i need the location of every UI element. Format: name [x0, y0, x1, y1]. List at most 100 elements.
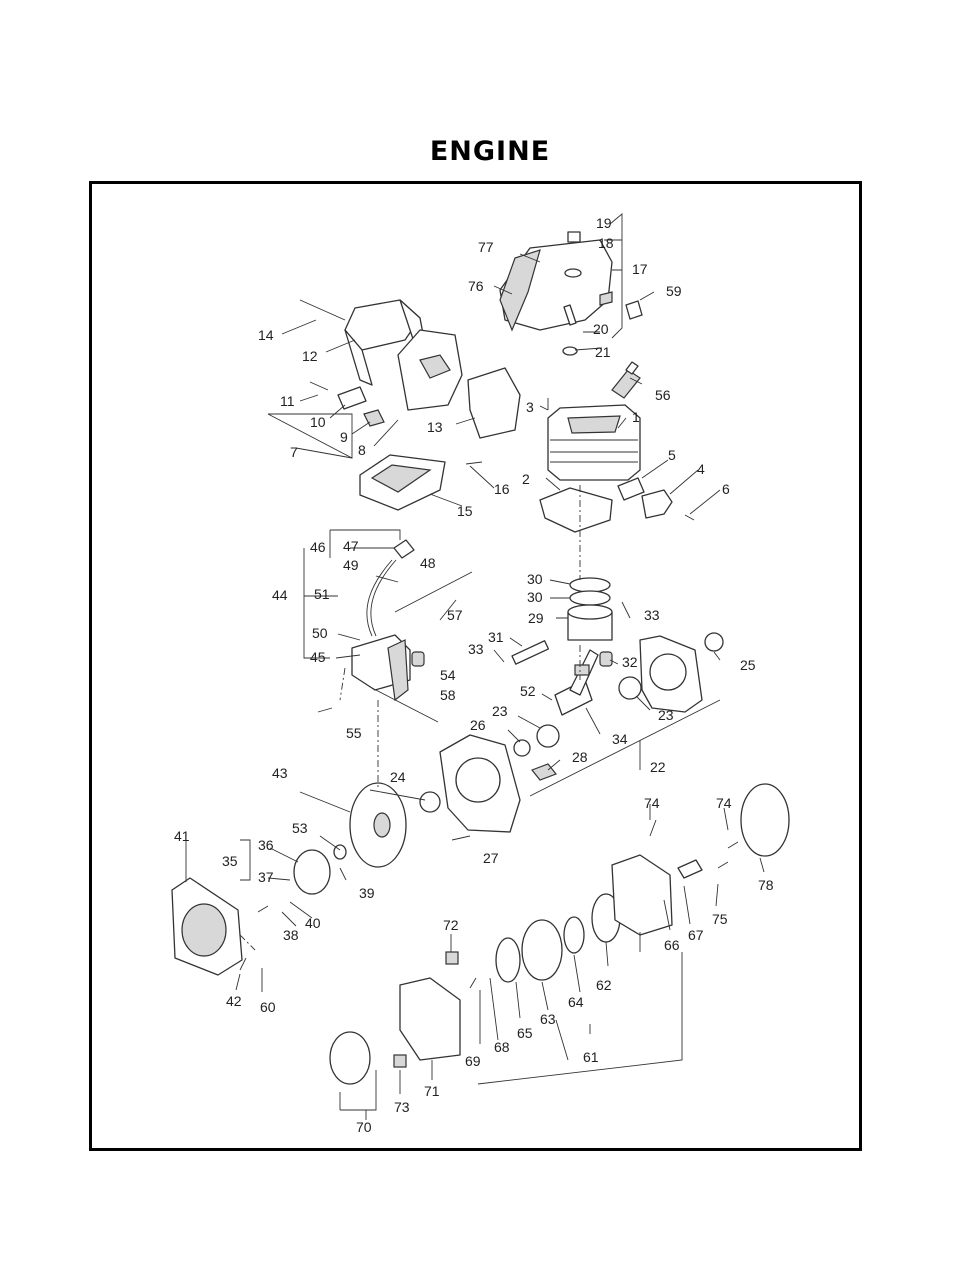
- part-label-49: 49: [343, 557, 359, 573]
- part-label-10: 10: [310, 414, 326, 430]
- seal-ring-part: [740, 783, 790, 857]
- part-label-36: 36: [258, 837, 274, 853]
- part-label-33b: 33: [468, 641, 484, 657]
- bracket-part: [399, 977, 461, 1061]
- intake-part: [641, 489, 673, 519]
- part-label-23b: 23: [492, 703, 508, 719]
- flywheel-part: [349, 782, 407, 868]
- part-label-60: 60: [260, 999, 276, 1015]
- part-label-37: 37: [258, 869, 274, 885]
- part-label-29: 29: [528, 610, 544, 626]
- spark-plug-part: [611, 361, 641, 399]
- part-label-27: 27: [483, 850, 499, 866]
- part-label-18: 18: [598, 235, 614, 251]
- part-label-69: 69: [465, 1053, 481, 1069]
- part-label-70: 70: [356, 1119, 372, 1135]
- plug-cap-part: [393, 539, 415, 559]
- oil-seal-part: [704, 632, 724, 652]
- ignition-coil-part: [351, 634, 411, 702]
- part-label-33a: 33: [644, 607, 660, 623]
- bearing-part: [618, 676, 642, 700]
- nut-part: [333, 844, 347, 860]
- part-label-16: 16: [494, 481, 510, 497]
- part-label-65: 65: [517, 1025, 533, 1041]
- part-label-9: 9: [340, 429, 348, 445]
- part-label-22: 22: [650, 759, 666, 775]
- piston-ring-part: [569, 590, 611, 606]
- starter-case-part: [611, 854, 673, 936]
- part-label-31: 31: [488, 629, 504, 645]
- part-label-63: 63: [540, 1011, 556, 1027]
- insulator-part: [617, 477, 645, 501]
- part-label-3: 3: [526, 399, 534, 415]
- drum-part: [329, 1031, 371, 1085]
- part-label-1: 1: [632, 409, 640, 425]
- leader-lines: [185, 213, 765, 1120]
- part-label-13: 13: [427, 419, 443, 435]
- part-label-66: 66: [664, 937, 680, 953]
- part-label-76: 76: [468, 278, 484, 294]
- part-label-44: 44: [272, 587, 288, 603]
- part-label-51: 51: [314, 586, 330, 602]
- part-label-54: 54: [440, 667, 456, 683]
- muffler-gasket-part: [467, 367, 521, 439]
- clutch-part: [293, 849, 331, 895]
- cylinder-cover-part: [499, 231, 643, 356]
- part-label-78: 78: [758, 877, 774, 893]
- part-label-52: 52: [520, 683, 536, 699]
- retaining-ring-part: [513, 739, 531, 757]
- part-label-40: 40: [305, 915, 321, 931]
- part-label-57: 57: [447, 607, 463, 623]
- part-label-30a: 30: [527, 571, 543, 587]
- part-number-labels: 1 2 3 4 5 6 7 8 9 10 11 12 13 14 15 16 1…: [174, 215, 774, 1135]
- part-label-24: 24: [390, 769, 406, 785]
- part-label-14: 14: [258, 327, 274, 343]
- part-label-50: 50: [312, 625, 328, 641]
- part-label-61: 61: [583, 1049, 599, 1065]
- part-label-41: 41: [174, 828, 190, 844]
- spacer-part: [411, 651, 425, 667]
- carburetor-base-part: [359, 454, 446, 511]
- part-label-64: 64: [568, 994, 584, 1010]
- cylinder-part: [547, 404, 641, 481]
- part-label-12: 12: [302, 348, 318, 364]
- part-label-6: 6: [722, 481, 730, 497]
- part-label-43: 43: [272, 765, 288, 781]
- part-label-8: 8: [358, 442, 366, 458]
- part-label-30b: 30: [527, 589, 543, 605]
- crankcase-part: [439, 635, 703, 833]
- diagram-frame: [89, 181, 862, 1151]
- part-label-74a: 74: [644, 795, 660, 811]
- piston-pin-part: [511, 640, 550, 665]
- part-label-62: 62: [596, 977, 612, 993]
- part-label-68: 68: [494, 1039, 510, 1055]
- part-label-17: 17: [632, 261, 648, 277]
- part-label-47: 47: [343, 538, 359, 554]
- part-label-55: 55: [346, 725, 362, 741]
- part-label-38: 38: [283, 927, 299, 943]
- muffler-part: [397, 329, 463, 411]
- crankshaft-part: [554, 649, 599, 716]
- part-label-73: 73: [394, 1099, 410, 1115]
- part-label-26: 26: [470, 717, 486, 733]
- part-label-20: 20: [593, 321, 609, 337]
- page-title: ENGINE: [429, 136, 551, 167]
- part-label-34: 34: [612, 731, 628, 747]
- part-label-35: 35: [222, 853, 238, 869]
- part-label-56: 56: [655, 387, 671, 403]
- part-label-53: 53: [292, 820, 308, 836]
- part-label-21: 21: [595, 344, 611, 360]
- part-label-46: 46: [310, 539, 326, 555]
- part-label-45: 45: [310, 649, 326, 665]
- part-label-28: 28: [572, 749, 588, 765]
- piston-ring-part: [569, 577, 611, 593]
- nut-part: [393, 1054, 407, 1068]
- oil-seal-part: [419, 791, 441, 813]
- part-label-59: 59: [666, 283, 682, 299]
- cylinder-gasket-part: [539, 487, 613, 533]
- part-label-42: 42: [226, 993, 242, 1009]
- cord-part: [371, 687, 439, 723]
- part-label-5: 5: [668, 447, 676, 463]
- ratchet-part: [495, 937, 521, 983]
